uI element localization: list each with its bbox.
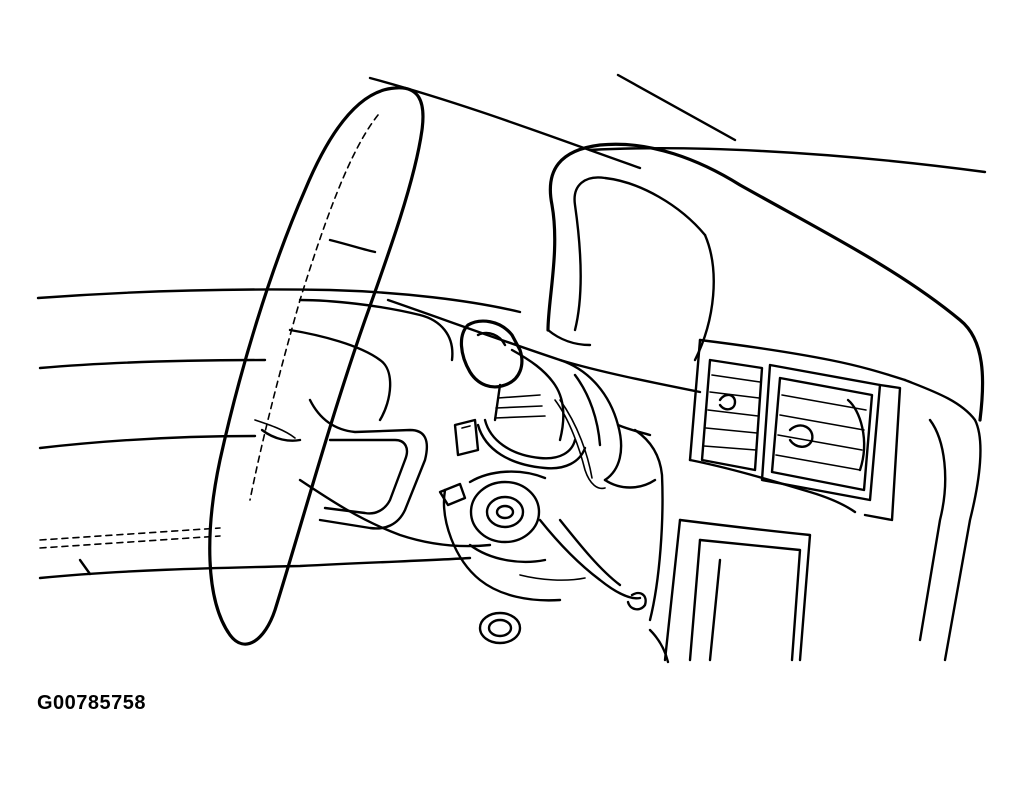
steering-wheel-hub: [254, 298, 492, 548]
multifunction-lever: [459, 319, 587, 470]
dashboard-outline: [36, 288, 702, 580]
figure-id-label: G00785758: [37, 692, 147, 714]
wiring-harness: [538, 399, 647, 611]
column-shroud: [558, 358, 664, 622]
connector-block: [453, 418, 480, 457]
center-air-vents: [688, 338, 907, 522]
ignition-lock-cylinder: [438, 470, 586, 602]
instrument-hood: [546, 142, 985, 422]
windshield-edge-lines: [368, 73, 987, 174]
center-stack-bezel: [648, 378, 982, 664]
retaining-nut: [478, 611, 522, 645]
